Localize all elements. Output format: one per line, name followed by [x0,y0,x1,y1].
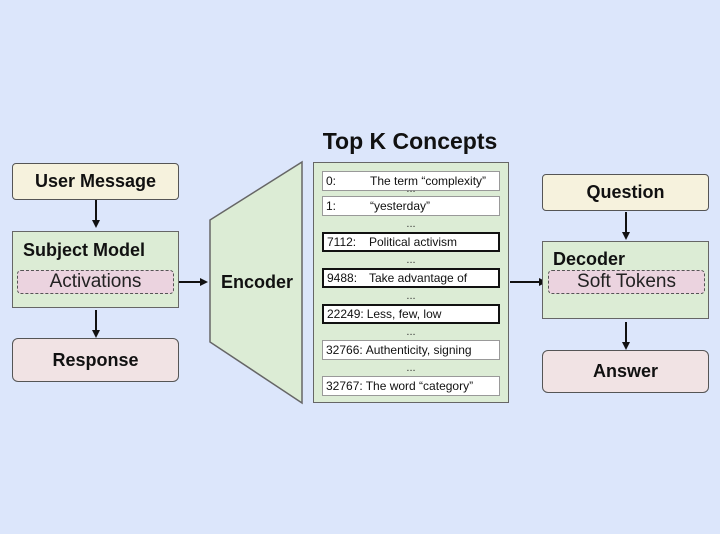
concept-ellipsis: ... [406,183,416,195]
concept-row: 0: The term “complexity” [322,171,500,191]
user-message-box: User Message [12,163,179,200]
subject-model-label: Subject Model [23,240,146,260]
subject-model-container: Subject Model [12,231,179,308]
concept-ellipsis: ... [406,218,416,230]
top-k-concepts-title: Top K Concepts [322,128,498,154]
concept-index: 9488: [327,271,358,285]
question-box: Question [542,174,709,211]
concept-index: 32766: [326,343,363,357]
answer-box: Answer [542,350,709,393]
encoder-label: Encoder [220,272,294,292]
concept-row: 9488: Take advantage of [322,268,500,288]
concept-index: 7112: [327,235,357,249]
concept-text: Less, few, low [366,307,442,321]
concept-ellipsis: ... [406,254,416,266]
concept-index: 1: [326,199,337,213]
concept-text: The term “complexity” [370,174,487,188]
concept-ellipsis: ... [406,326,416,338]
concept-ellipsis: ... [406,362,416,374]
concept-index: 0: [326,174,337,188]
concept-text: Take advantage of [369,271,468,285]
concept-index: 22249: [327,307,364,321]
concept-row: 32766:Authenticity, signing [322,340,500,360]
activations-box: Activations [17,270,174,294]
concept-ellipsis: ... [406,290,416,302]
concepts-panel: 0: The term “complexity”... 1: “yesterday”.… [313,162,509,403]
concept-row: 7112: Political activism [322,232,500,252]
soft-tokens-box: Soft Tokens [548,270,705,294]
concept-text: The word “category” [365,379,474,393]
concept-row: 1: “yesterday” [322,196,500,216]
concept-text: Authenticity, signing [365,343,472,357]
concept-text: “yesterday” [370,199,431,213]
response-box: Response [12,338,179,382]
decoder-label: Decoder [553,249,626,269]
encoder-shape [209,160,303,405]
concept-row: 22249:Less, few, low [322,304,500,324]
concept-text: Political activism [369,235,458,249]
concept-index: 32767: [326,379,363,393]
concept-row: 32767:The word “category” [322,376,500,396]
